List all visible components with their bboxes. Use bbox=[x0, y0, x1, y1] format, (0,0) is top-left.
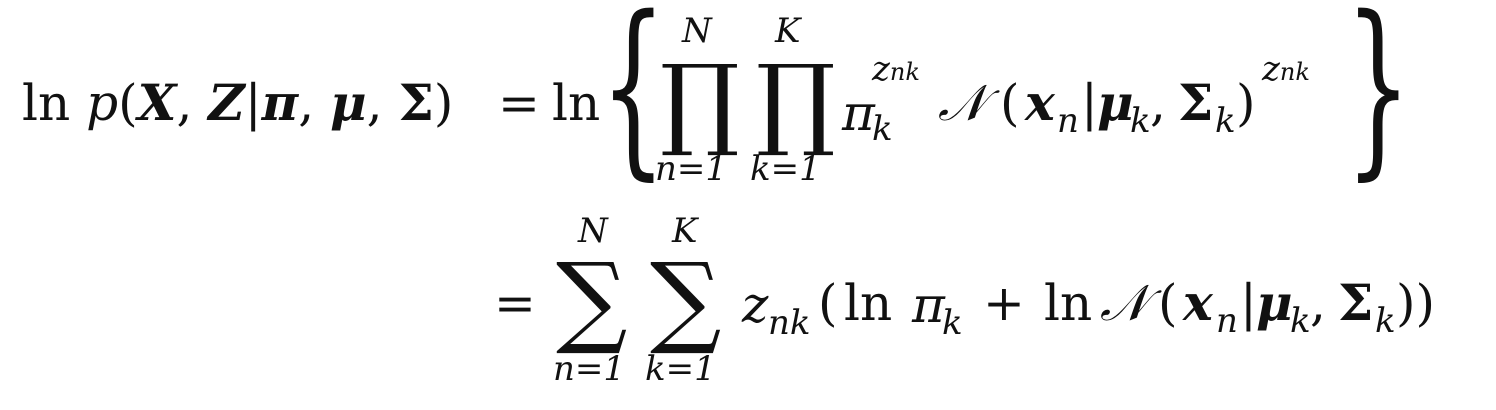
var-pi: π bbox=[912, 276, 945, 334]
var-Sigma: Σ bbox=[1178, 73, 1214, 132]
sum2-lower-limit: k=1 bbox=[645, 349, 716, 389]
prod1-lower-limit: n=1 bbox=[655, 149, 728, 189]
paren-close: )) bbox=[1396, 274, 1436, 332]
summation-symbol: ∑ bbox=[650, 241, 722, 358]
pi-subscript: k bbox=[942, 303, 963, 343]
sum1-upper-limit: N bbox=[578, 211, 608, 251]
sum2-upper-limit: K bbox=[672, 211, 698, 251]
left-brace: { bbox=[600, 0, 667, 197]
pi-subscript: k bbox=[872, 109, 893, 149]
x-subscript: n bbox=[1057, 101, 1079, 141]
comma: , bbox=[176, 74, 193, 132]
paren-open: ( bbox=[118, 74, 138, 132]
var-pi: π bbox=[842, 84, 875, 142]
right-brace: } bbox=[1345, 0, 1412, 197]
var-Sigma: Σ bbox=[1338, 273, 1374, 332]
var-z: z bbox=[742, 276, 769, 334]
lhs-expression: ln p(X, Z|π, μ, Σ) bbox=[22, 78, 453, 129]
summation-symbol: ∑ bbox=[556, 241, 628, 358]
var-x: x bbox=[1025, 73, 1055, 132]
comma: , bbox=[298, 74, 315, 132]
given-bar: | bbox=[1081, 74, 1098, 132]
equals-sign: = bbox=[498, 74, 540, 132]
mu-subscript: k bbox=[1290, 301, 1311, 341]
given-bar: | bbox=[244, 74, 262, 132]
var-x: x bbox=[1183, 273, 1213, 332]
equals-sign: = bbox=[494, 274, 536, 332]
ln-operator: ln bbox=[552, 74, 601, 132]
product-symbol: ∏ bbox=[756, 43, 836, 160]
comma: , bbox=[1150, 74, 1166, 132]
Sigma-subscript: k bbox=[1375, 301, 1396, 341]
ln-operator: ln bbox=[1044, 274, 1093, 332]
var-mu: μ bbox=[1097, 73, 1134, 132]
var-X: X bbox=[137, 73, 177, 132]
var-Sigma: Σ bbox=[398, 73, 434, 132]
mu-subscript: k bbox=[1130, 101, 1151, 141]
var-mu: μ bbox=[1256, 273, 1293, 332]
sum1-lower-limit: n=1 bbox=[553, 349, 626, 389]
prob-p: p bbox=[86, 74, 119, 132]
var-Z: Z bbox=[208, 73, 245, 132]
comma: , bbox=[1310, 274, 1326, 332]
pi-superscript: znk bbox=[872, 49, 920, 89]
paren-open: ( bbox=[818, 274, 838, 332]
ln-operator: ln bbox=[844, 274, 893, 332]
plus-sign: + bbox=[983, 274, 1025, 332]
comma: , bbox=[366, 74, 383, 132]
paren-open: ( bbox=[1158, 274, 1178, 332]
var-mu: μ bbox=[330, 73, 367, 132]
normal-distribution-N: 𝒩 bbox=[938, 74, 986, 132]
product-symbol: ∏ bbox=[660, 43, 740, 160]
x-subscript: n bbox=[1216, 301, 1238, 341]
prod1-upper-limit: N bbox=[682, 11, 712, 51]
prod2-upper-limit: K bbox=[775, 11, 801, 51]
prod2-lower-limit: k=1 bbox=[750, 149, 821, 189]
paren-close: ) bbox=[1236, 74, 1256, 132]
paren-open: ( bbox=[1000, 74, 1020, 132]
Sigma-subscript: k bbox=[1215, 101, 1236, 141]
given-bar: | bbox=[1240, 274, 1257, 332]
var-pi: π bbox=[261, 73, 299, 132]
exponent: znk bbox=[1262, 49, 1310, 89]
ln-operator: ln bbox=[22, 74, 71, 132]
z-subscript: nk bbox=[768, 303, 811, 343]
normal-distribution-N: 𝒩 bbox=[1100, 274, 1148, 332]
paren-close: ) bbox=[433, 74, 454, 132]
